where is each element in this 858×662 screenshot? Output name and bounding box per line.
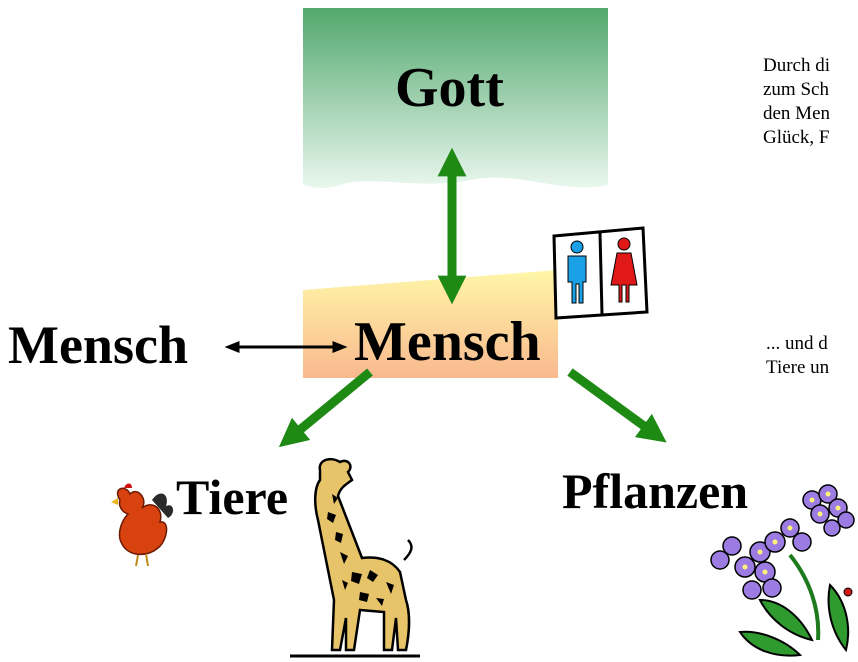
- gott-label: Gott: [395, 57, 504, 119]
- side-text-mid: ... und d Tiere un: [766, 332, 829, 380]
- rooster-icon: [111, 483, 174, 567]
- side-text-line: Durch di: [763, 55, 831, 76]
- side-text-line: zum Sch: [763, 79, 829, 100]
- mensch-pflanzen-arrow: [567, 368, 667, 443]
- mensch-center-label: Mensch: [354, 311, 541, 373]
- mensch-left-label: Mensch: [8, 315, 188, 375]
- side-text-line: Glück, F: [763, 127, 830, 148]
- gott-box: [303, 8, 608, 188]
- side-text-line: ... und d: [766, 333, 828, 354]
- mensch-box: [303, 270, 558, 378]
- side-text-line: den Men: [763, 103, 831, 124]
- pflanzen-label: Pflanzen: [562, 463, 749, 519]
- side-text-top: Durch di zum Sch den Men Glück, F: [763, 54, 830, 150]
- restroom-sign-icon: [552, 226, 649, 320]
- tiere-label: Tiere: [176, 469, 289, 525]
- side-text-line: Tiere un: [766, 357, 830, 378]
- giraffe-icon: [290, 458, 420, 658]
- mensch-tiere-arrow: [278, 368, 373, 448]
- flowers-icon: [710, 484, 855, 657]
